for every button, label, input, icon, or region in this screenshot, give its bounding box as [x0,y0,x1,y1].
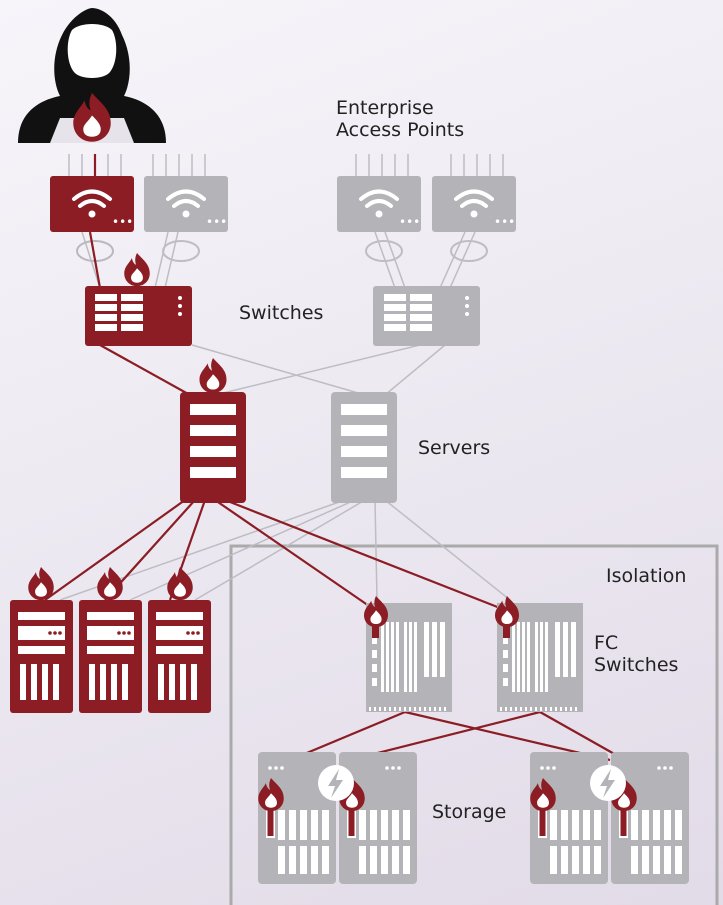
switch-healthy [373,286,480,346]
switch-infected [85,253,192,346]
hacker-icon [18,8,166,143]
endpoint-2 [79,567,142,713]
cable-loops [76,240,488,262]
endpoint-3 [148,567,211,713]
switches-label: Switches [239,302,324,324]
svg-text:•••: ••• [206,215,227,229]
access-point-3: ••• [432,176,516,232]
lightning-icon [590,765,626,801]
endpoint-1 [10,567,73,713]
server-infected [180,358,246,503]
storage-unit-4 [611,752,689,884]
access-point-1: ••• [144,176,228,232]
lightning-icon [318,765,354,801]
isolation-zone [229,544,719,905]
storage-label: Storage [432,801,507,823]
svg-text:•••: ••• [112,215,133,229]
svg-text:•••: ••• [399,215,420,229]
access-point-2: ••• [337,176,421,232]
access-points-label: Enterprise Access Points [336,97,465,141]
fc-switch-1 [364,596,452,712]
fc-switches-label: FC Switches [594,632,679,676]
fc-switch-2 [495,596,583,712]
access-point-infected: ••• [50,176,134,232]
storage-unit-3 [530,752,608,884]
svg-text:•••: ••• [494,215,515,229]
storage-unit-2 [339,752,417,884]
servers-label: Servers [418,437,491,459]
isolation-label: Isolation [606,565,687,587]
storage-unit-1 [258,752,336,884]
server-healthy [331,392,397,503]
